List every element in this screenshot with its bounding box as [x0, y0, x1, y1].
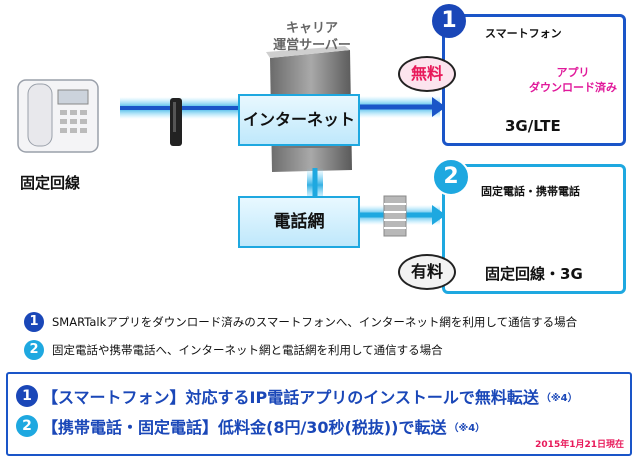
landline-mobile-network-label: 固定回線・3G [485, 265, 583, 283]
summary-note-2: （※4） [448, 422, 486, 434]
landline-mobile-panel-title: 固定電話・携帯電話 [481, 185, 580, 198]
arrow-to-smartphone [360, 96, 446, 118]
paid-badge: 有料 [398, 254, 456, 290]
landline-mobile-panel: 固定電話・携帯電話 固定回線・3G [442, 164, 626, 294]
legend-number-2: 2 [24, 340, 44, 360]
app-note-line1: アプリ [556, 66, 590, 79]
legend-text-2: 固定電話や携帯電話へ、インターネット網と電話網を利用して通信する場合 [52, 343, 443, 357]
free-badge: 無料 [398, 56, 456, 92]
smartphone-network-label: 3G/LTE [505, 117, 561, 135]
app-note-line2: ダウンロード済み [529, 81, 617, 94]
legend-number-1: 1 [24, 312, 44, 332]
summary-text-2: 【携帯電話・固定電話】低料金(8円/30秒(税抜))で転送 [42, 418, 447, 437]
summary-row-1: 1 【スマートフォン】対応するIP電話アプリのインストールで無料転送 （※4） [16, 384, 578, 408]
summary-note-1: （※4） [540, 392, 578, 404]
summary-row-2: 2 【携帯電話・固定電話】低料金(8円/30秒(税抜))で転送 （※4） [16, 414, 485, 438]
internet-box: インターネット [238, 94, 360, 146]
internet-label: インターネット [242, 110, 355, 129]
carrier-server-label-line1: キャリア [285, 21, 338, 36]
router-icon [170, 98, 182, 146]
summary-text-1: 【スマートフォン】対応するIP電話アプリのインストールで無料転送 [42, 388, 539, 407]
smartphone-panel: スマートフォン アプリ ダウンロード済み 3G/LTE [442, 14, 626, 146]
as-of-date: 2015年1月21日現在 [535, 440, 624, 450]
forwarding-diagram: キャリア 運営サーバー インターネット 電話網 固定回線 スマートフォン アプリ… [17, 4, 626, 294]
summary-box: 1 【スマートフォン】対応するIP電話アプリのインストールで無料転送 （※4） … [6, 372, 632, 456]
summary-number-2: 2 [16, 415, 38, 437]
carrier-server-label-line2: 運営サーバー [273, 38, 351, 53]
exchange-building-icon [383, 195, 407, 237]
connection-line-server-to-phone-network [307, 168, 323, 202]
landline-label: 固定回線 [20, 174, 81, 192]
panel1-number-badge: 1 [432, 4, 466, 38]
panel2-number-badge: 2 [432, 158, 470, 196]
legend-item-2: 2 固定電話や携帯電話へ、インターネット網と電話網を利用して通信する場合 [24, 340, 443, 360]
phone-network-label: 電話網 [273, 212, 325, 232]
smartphone-panel-title: スマートフォン [485, 27, 562, 40]
connection-line-landline [120, 97, 250, 119]
phone-network-box: 電話網 [238, 196, 360, 248]
app-downloaded-note: アプリ ダウンロード済み [525, 65, 621, 95]
legend-text-1: SMARTalkアプリをダウンロード済みのスマートフォンへ、インターネット網を利… [52, 315, 578, 329]
carrier-server-label: キャリア 運営サーバー [262, 20, 362, 54]
summary-number-1: 1 [16, 385, 38, 407]
legend-item-1: 1 SMARTalkアプリをダウンロード済みのスマートフォンへ、インターネット網… [24, 312, 577, 332]
landline-phone-icon [17, 79, 99, 153]
